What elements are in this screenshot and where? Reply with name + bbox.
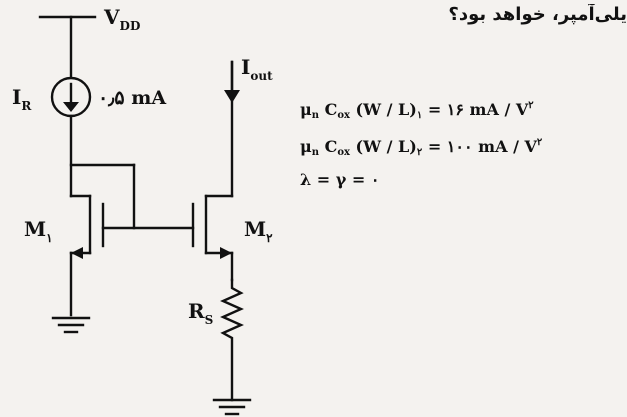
- iout-label: Iout: [241, 55, 273, 83]
- rs-resistor: [220, 278, 244, 402]
- m1-label: M۱: [24, 217, 53, 245]
- parameter-eq-2: μn Cox (W / L)۲ = ۱۰۰ mA / V۲: [300, 137, 543, 158]
- question-text: یلی‌آمپر، خواهد بود؟: [448, 4, 627, 25]
- ir-value-label: ۰٫۵ mA: [98, 87, 166, 109]
- ir-label: IR: [12, 85, 32, 113]
- m1-source-arrow: [71, 247, 83, 259]
- vdd-label: VDD: [103, 5, 140, 33]
- m2-source-arrow: [220, 247, 232, 259]
- current-source-arrowhead: [63, 102, 79, 112]
- parameter-list: μn Cox (W / L)۱ = ۱۶ mA / V۲ μn Cox (W /…: [300, 92, 542, 193]
- rs-label: RS: [188, 299, 213, 327]
- parameter-eq-1: μn Cox (W / L)۱ = ۱۶ mA / V۲: [300, 100, 534, 121]
- parameter-eq-3: λ = γ = ۰: [300, 170, 380, 189]
- iout-arrowhead: [224, 90, 240, 103]
- m2-label: M۲: [244, 217, 273, 245]
